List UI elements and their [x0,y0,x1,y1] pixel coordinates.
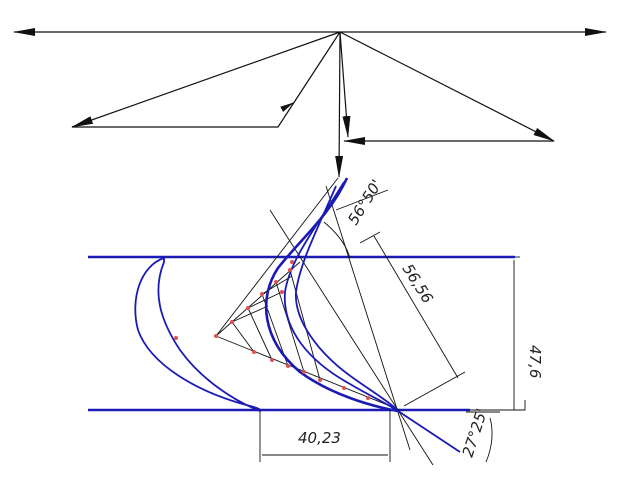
chord-dim-line [373,235,459,379]
construction-point [302,370,306,374]
velocity-vector-mid-tick [280,102,294,112]
construction-point [286,364,290,368]
height-label: 47,6 [526,345,544,378]
construction-line-2 [325,185,411,451]
construction-line-3 [215,177,339,337]
cascade-boundaries [88,255,515,412]
velocity-vector-left-return [72,31,341,128]
angle-top-leader [335,189,389,211]
chord-extension-2 [403,371,466,407]
construction-point [366,396,370,400]
chord-extension-1 [359,231,381,244]
construction-point [252,350,256,354]
hatch-6 [231,305,269,323]
construction-point [274,280,278,284]
chord-label: 56,56 [399,261,437,307]
construction-point [246,306,250,310]
construction-point [318,378,322,382]
dimension-height: 47,6 [513,256,544,411]
construction-point [214,334,218,338]
construction-line-1 [269,209,434,466]
velocity-vector-left-diagonal [71,31,341,128]
dimension-width: 40,23 [259,410,391,462]
hatch-4 [275,281,305,373]
velocity-vector-right-diagonal [339,31,555,142]
hatch-7 [247,291,283,309]
blade-profile-right [264,177,461,453]
blade-right-inner [295,185,399,412]
construction-point [288,268,292,272]
blade-right-suction-side [264,177,399,413]
blade-construction-lines [215,177,434,466]
construction-line-5 [215,261,301,337]
angle-top-arc [323,221,351,259]
height-dim-step [513,398,526,411]
dimension-angle-bottom: 27°25' [459,406,500,463]
construction-points [174,260,370,400]
hatch-2 [247,307,273,361]
velocity-vector-vertical-long [335,31,344,178]
blade-right-pressure-side [283,181,399,412]
velocity-vector-vertical-short [339,31,351,138]
velocity-triangles [13,28,607,178]
dimension-angle-top: 56°50' [323,176,389,259]
angle-bottom-label: 27°25' [459,406,492,459]
hatch-5 [289,269,321,381]
hatch-1 [231,321,255,353]
construction-point [290,260,294,264]
angle-top-label: 56°50' [344,176,386,228]
blade-right-trailing-edge [397,410,461,453]
angle-bottom-arc [485,417,493,463]
construction-point [260,292,264,296]
construction-point [174,336,178,340]
width-label: 40,23 [298,429,341,447]
construction-point [342,386,346,390]
construction-line-4 [215,335,401,411]
blade-profile-left [134,256,262,412]
construction-point [270,358,274,362]
construction-point [280,290,284,294]
construction-point [230,320,234,324]
